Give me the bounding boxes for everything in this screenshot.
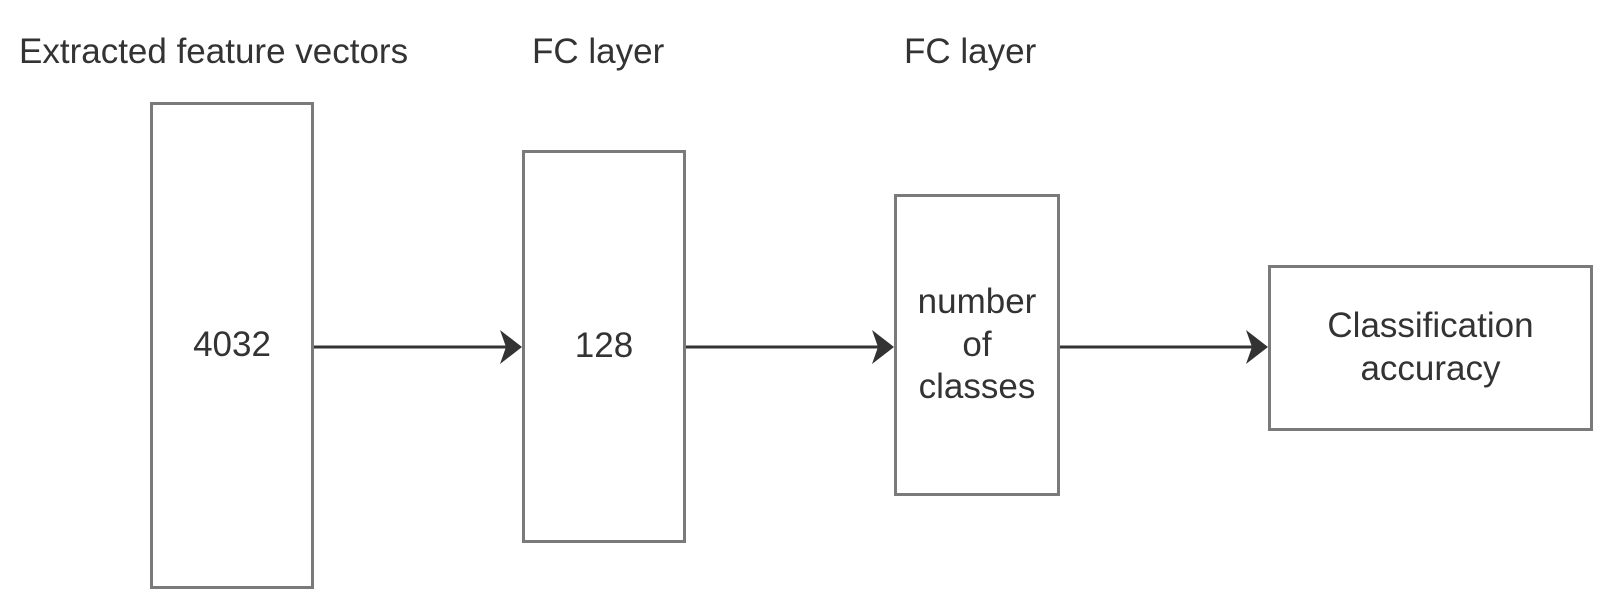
extracted-features-label: Extracted feature vectors [19,32,409,71]
fc-layer-2-text-line: of [962,324,992,364]
fc-layer-2-text-line: classes [918,367,1036,407]
fc-layer-2-text-line: number [917,281,1037,321]
arrow-fc2-to-accuracy [1060,330,1268,364]
fc-layer-1-size: 128 [574,326,634,366]
fc-layer-2-text: number of classes [918,281,1037,409]
classification-accuracy-box: Classification accuracy [1268,265,1593,431]
fc-layer-2-label: FC layer [904,32,1037,71]
classification-accuracy-line: Classification [1327,306,1534,346]
fc-layer-2-box: number of classes [894,194,1060,496]
arrow-features-to-fc1 [314,330,522,364]
fc-layer-1-box: 128 [522,150,686,543]
fc-layer-1-label: FC layer [532,32,665,71]
arrow-fc1-to-fc2 [686,330,894,364]
classification-accuracy-text: Classification accuracy [1327,305,1533,390]
feature-vector-size: 4032 [193,325,271,365]
classification-accuracy-line: accuracy [1360,349,1501,388]
feature-vector-box: 4032 [150,102,314,589]
